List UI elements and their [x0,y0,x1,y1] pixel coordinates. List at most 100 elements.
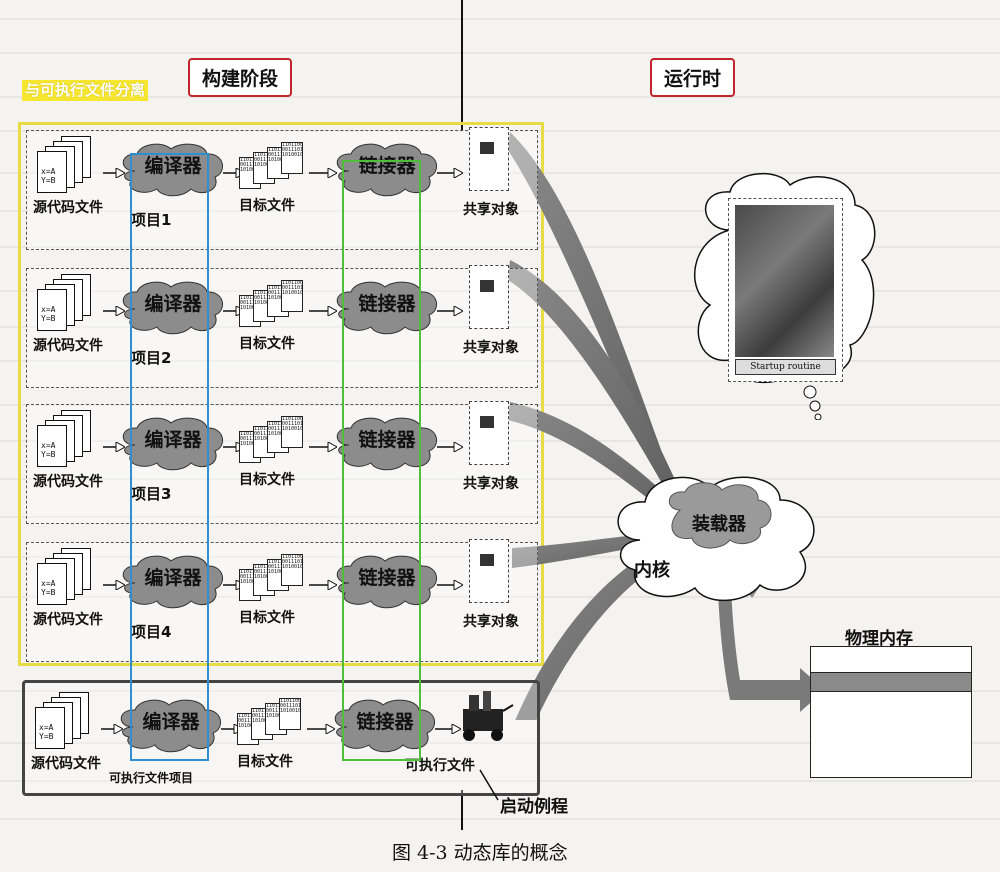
object-file-bits: 1101100 [240,157,261,163]
linker-label: 链接器 [358,567,416,589]
object-file-bits: 1101100 [266,703,287,709]
shared-object-icon [469,127,509,191]
object-file-bits: 0011101 [268,290,289,296]
project-label: 项目4 [131,623,172,641]
executable-project-label: 可执行文件项目 [109,771,194,785]
shared-object-label: 共享对象 [463,202,519,218]
object-file-bits: 1010010 [268,295,289,301]
source-file-page [37,151,67,193]
compiler-label: 编译器 [144,567,202,589]
object-files-label: 目标文件 [239,198,295,214]
source-text-line: Y=B [41,588,56,597]
source-files-label: 源代码文件 [33,200,103,216]
object-file-bits: 0011101 [282,421,303,427]
source-text-line: x=A [41,305,56,314]
object-file-bits: 0011101 [240,300,261,306]
build-phase-label: 构建阶段 [188,58,293,97]
object-file-bits: 1101100 [268,147,289,153]
object-file-bits: 1101100 [268,285,289,291]
shared-object-label: 共享对象 [463,340,519,356]
project-label: 项目1 [131,211,172,229]
source-file-page [37,563,67,605]
separate-from-exe-label: 与可执行文件分离 [22,80,148,101]
object-file-bits: 0011101 [254,157,275,163]
flow-arrow [437,301,465,317]
object-file-bits: 0011101 [280,703,301,709]
compiler-label: 编译器 [144,293,202,315]
object-file-bits: 1010010 [268,157,289,163]
flow-arrow [101,719,125,735]
source-file-page [37,425,67,467]
flow-arrow [307,719,337,735]
figure-caption: 图 4-3 动态库的概念 [392,842,568,864]
source-text-line: x=A [41,579,56,588]
object-file-bits: 0011101 [238,718,259,724]
object-file-bits: 0011101 [268,152,289,158]
startup-routine-caption: 启动例程 [500,797,568,817]
shared-object-label: 共享对象 [463,614,519,630]
object-file-bits: 1010010 [282,290,303,296]
source-files-label: 源代码文件 [31,756,101,772]
object-file-bits: 0011101 [254,569,275,575]
object-file-bits: 0011101 [282,285,303,291]
object-file-bits: 0011101 [240,436,261,442]
object-files-label: 目标文件 [239,472,295,488]
object-file-bits: 0011101 [240,574,261,580]
object-file-bits: 1010010 [282,426,303,432]
phase-divider [461,0,463,130]
compiler-label: 编译器 [142,711,200,733]
startup-screen-frame: Startup routine [728,198,843,382]
flow-arrow [103,163,127,179]
source-text-line: x=A [41,441,56,450]
object-file-bits: 0011101 [268,564,289,570]
flow-arrow [437,163,465,179]
object-file-bits: 1010010 [268,569,289,575]
project-label: 项目3 [131,485,172,503]
object-file-bits: 1010010 [268,431,289,437]
shared-object-chip [480,416,494,428]
object-file-bits: 0011101 [282,147,303,153]
compiler-label: 编译器 [144,155,202,177]
flow-arrow [103,301,127,317]
flow-arrow [437,437,465,453]
object-file-bits: 1010010 [240,441,261,447]
object-file-bits: 1010010 [282,564,303,570]
shared-object-icon [469,539,509,603]
object-file-bits: 1010010 [280,708,301,714]
source-text-line: Y=B [39,732,54,741]
object-file-bits: 1101100 [280,698,301,704]
executable-file-label: 可执行文件 [405,758,475,774]
object-files-label: 目标文件 [239,610,295,626]
cloud-shape [336,281,437,335]
object-file-bits: 1101100 [240,569,261,575]
physical-memory-label: 物理内存 [845,629,913,649]
source-text-line: x=A [41,167,56,176]
object-files-label: 目标文件 [239,336,295,352]
object-file-bits: 0011101 [252,713,273,719]
object-file-bits: 1101100 [268,559,289,565]
runtime-label: 运行时 [650,58,736,97]
shared-objects-group [18,122,544,666]
flow-arrow [103,575,127,591]
object-file-bits: 1101100 [254,290,275,296]
flow-arrow [309,437,339,453]
object-file-bits: 0011101 [266,708,287,714]
source-files-label: 源代码文件 [33,338,103,354]
object-file-bits: 1101100 [282,554,303,560]
loader-label: 装载器 [692,514,746,535]
phase-divider-lower [461,790,463,830]
flow-arrow [309,301,339,317]
object-file-bits: 1010010 [254,436,275,442]
cloud-shape [120,699,221,753]
